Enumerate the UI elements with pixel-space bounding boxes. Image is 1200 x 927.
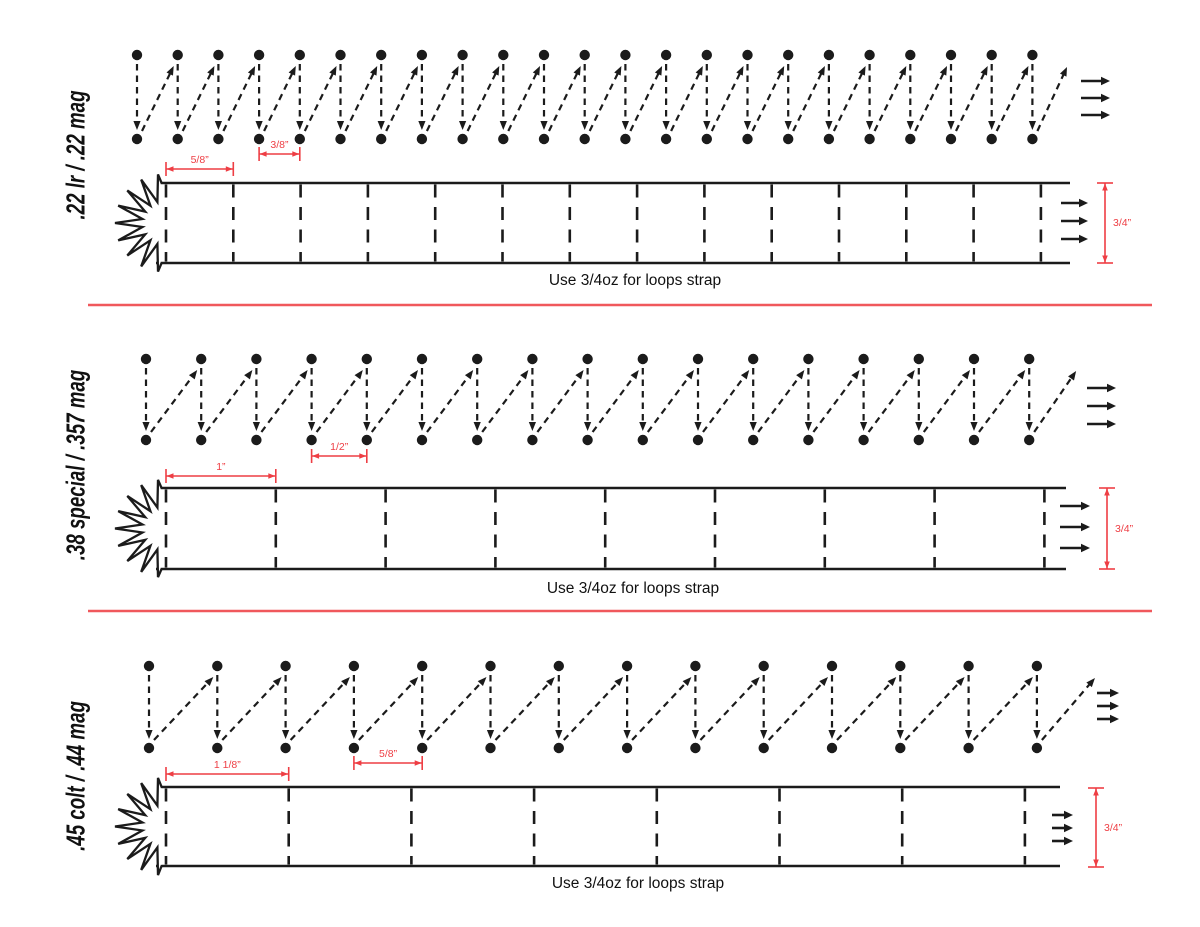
zigzag-stitch-pattern bbox=[140, 353, 1077, 446]
strap-height-dim-label: 3/4” bbox=[1104, 821, 1123, 834]
stitch-spacing-dim-label: 3/8” bbox=[270, 139, 289, 151]
zigzag-stitch-pattern bbox=[131, 49, 1067, 145]
spacing-dimensions bbox=[165, 147, 301, 176]
spacing-dimensions bbox=[165, 756, 424, 781]
strap-diagram bbox=[114, 479, 1066, 578]
zigzag-stitch-pattern bbox=[143, 660, 1095, 754]
strap-height-dim-label: 3/4” bbox=[1115, 522, 1134, 535]
caliber-label: .45 colt / .44 mag bbox=[60, 701, 91, 851]
strap-height-dimension bbox=[1099, 487, 1115, 570]
stitch-direction-arrows bbox=[1081, 76, 1110, 120]
loop-spacing-dim-label: 5/8” bbox=[190, 154, 209, 166]
caliber-label: .22 lr / .22 mag bbox=[60, 90, 91, 220]
strap-direction-arrows bbox=[1052, 810, 1073, 846]
strap-height-dim-label: 3/4” bbox=[1113, 217, 1132, 229]
strap-weight-note: Use 3/4oz for loops strap bbox=[546, 580, 720, 597]
stitch-spacing-dim-label: 5/8” bbox=[379, 748, 398, 760]
strap-height-dimension bbox=[1097, 182, 1113, 264]
strap-diagram bbox=[114, 173, 1070, 273]
strap-direction-arrows bbox=[1060, 501, 1090, 553]
loop-spacing-dim-label: 1 1/8” bbox=[213, 759, 241, 771]
spacing-dimensions bbox=[165, 449, 368, 483]
caliber-label: .38 special / .357 mag bbox=[60, 369, 91, 561]
strap-weight-note: Use 3/4oz for loops strap bbox=[548, 272, 722, 289]
strap-height-dimension bbox=[1088, 787, 1104, 868]
stitch-direction-arrows bbox=[1097, 688, 1119, 724]
stitch-spacing-dim-label: 1/2” bbox=[330, 441, 349, 453]
strap-diagram bbox=[114, 777, 1060, 876]
loop-spacing-dim-label: 1” bbox=[216, 461, 226, 473]
strap-direction-arrows bbox=[1061, 198, 1088, 244]
stitch-direction-arrows bbox=[1087, 383, 1116, 429]
strap-weight-note: Use 3/4oz for loops strap bbox=[551, 875, 725, 892]
